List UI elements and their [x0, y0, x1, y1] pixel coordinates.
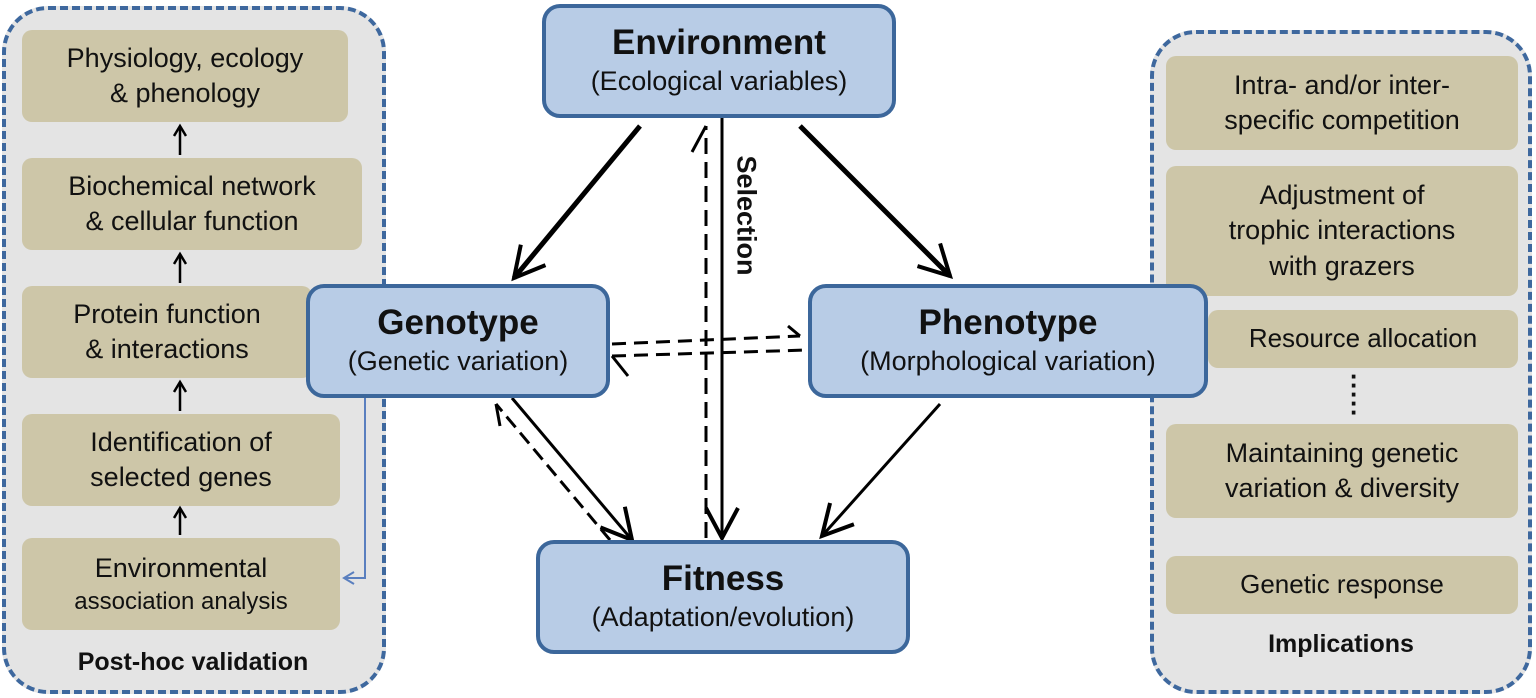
implication-response-line1: Genetic response: [1240, 569, 1444, 600]
step-physiology: Physiology, ecology & phenology: [22, 30, 348, 122]
step-biochemical-line2: & cellular function: [85, 206, 299, 236]
implication-genetic-diversity: Maintaining genetic variation & diversit…: [1166, 424, 1518, 518]
implication-trophic-line2: trophic interactions: [1228, 215, 1456, 246]
implication-diversity-line2: variation & diversity: [1224, 473, 1460, 503]
implication-resource-line1: Resource allocation: [1248, 323, 1478, 354]
genotype-to-fitness-arrow: [510, 397, 635, 544]
step-environmental-association: Environmental association analysis: [22, 538, 340, 630]
fitness-subtitle: (Adaptation/evolution): [591, 602, 855, 633]
environment-node: Environment (Ecological variables): [542, 4, 896, 118]
selection-label: Selection: [731, 155, 762, 276]
step-identification: Identification of selected genes: [22, 414, 340, 506]
genotype-title: Genotype: [377, 303, 539, 343]
implication-competition-line2: specific competition: [1224, 105, 1460, 135]
fitness-title: Fitness: [661, 559, 785, 599]
environment-title: Environment: [612, 23, 826, 63]
step-biochemical: Biochemical network & cellular function: [22, 158, 362, 250]
genotype-subtitle: (Genetic variation): [347, 346, 569, 377]
implication-diversity-line1: Maintaining genetic: [1225, 437, 1459, 468]
step-identification-line1: Identification of: [90, 426, 272, 457]
step-protein-line1: Protein function: [73, 298, 261, 329]
genotype-to-association-connector: [346, 392, 366, 579]
implication-resource-allocation: Resource allocation: [1208, 310, 1518, 368]
step-environmental-line2: association analysis: [74, 587, 288, 615]
phenotype-subtitle: (Morphological variation): [860, 346, 1156, 377]
phenotype-to-fitness-arrow: [819, 403, 942, 540]
implications-caption: Implications: [1268, 630, 1414, 658]
implication-trophic-line1: Adjustment of: [1259, 180, 1425, 211]
implication-competition-line1: Intra- and/or inter-: [1233, 69, 1451, 100]
environment-to-phenotype-arrow: [798, 124, 954, 280]
implication-trophic: Adjustment of trophic interactions with …: [1166, 166, 1518, 296]
environment-to-genotype-arrow: [511, 124, 642, 282]
post-hoc-validation-caption: Post-hoc validation: [77, 648, 309, 676]
implication-trophic-line3: with grazers: [1269, 250, 1415, 281]
step-environmental-line1: Environmental: [94, 552, 268, 583]
step-protein: Protein function & interactions: [22, 286, 312, 378]
genotype-phenotype-dashed-top: [611, 334, 801, 346]
implication-competition: Intra- and/or inter- specific competitio…: [1166, 56, 1518, 150]
phenotype-node: Phenotype (Morphological variation): [808, 284, 1208, 398]
implication-genetic-response: Genetic response: [1166, 556, 1518, 614]
step-physiology-line1: Physiology, ecology: [66, 42, 304, 73]
fitness-to-genotype-dashed: [494, 403, 612, 541]
environment-subtitle: (Ecological variables): [590, 66, 848, 97]
phenotype-title: Phenotype: [918, 303, 1098, 343]
step-identification-line2: selected genes: [90, 462, 272, 492]
fitness-node: Fitness (Adaptation/evolution): [536, 540, 910, 654]
step-biochemical-line1: Biochemical network: [68, 170, 316, 201]
genotype-phenotype-dashed-bottom: [611, 348, 809, 358]
genotype-node: Genotype (Genetic variation): [306, 284, 610, 398]
ellipsis-dots: ·····: [1350, 361, 1359, 427]
step-protein-line2: & interactions: [85, 334, 249, 364]
step-physiology-line2: & phenology: [109, 78, 261, 108]
